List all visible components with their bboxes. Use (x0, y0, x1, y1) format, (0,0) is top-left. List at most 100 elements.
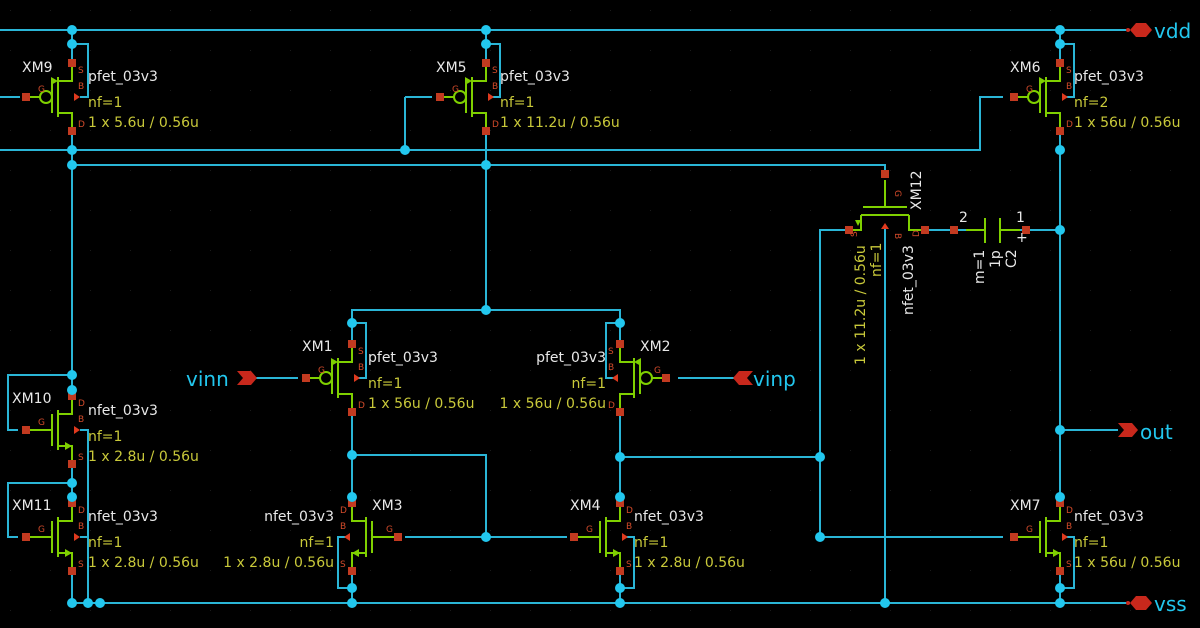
xm4-bottom-pin[interactable] (616, 567, 624, 575)
xm2-bottom-pin[interactable] (616, 408, 624, 416)
xm11-gate-pin[interactable] (22, 533, 30, 541)
capacitor-c2[interactable]: 2 1 + m=1 1p C2 (950, 210, 1030, 284)
xm7-bottom-pin[interactable] (1056, 567, 1064, 575)
xm12-drain-pin[interactable] (921, 226, 929, 234)
xm9-gate-pin[interactable] (22, 93, 30, 101)
xm6-nf-label: nf=2 (1074, 95, 1108, 111)
xm6-bulk-arrow (1062, 93, 1068, 101)
wire-xm10-bulk[interactable] (80, 429, 89, 603)
wire-xm12-gate[interactable] (72, 164, 886, 172)
port-vinp-arrow[interactable] (733, 371, 753, 385)
xm4-gate-pin[interactable] (570, 533, 578, 541)
wire-xm3-gate-net[interactable] (352, 454, 487, 537)
xm6-pin-g-label: G (1026, 85, 1033, 95)
xm10-gate-pin[interactable] (22, 426, 30, 434)
xm3-top-pin[interactable] (348, 499, 356, 507)
xm1-top-pin[interactable] (348, 340, 356, 348)
xm5-bottom-pin[interactable] (482, 127, 490, 135)
xm2-gate-pin[interactable] (662, 374, 670, 382)
xm4-top-pin[interactable] (616, 499, 624, 507)
xm7-ref-label: XM7 (1010, 498, 1041, 514)
wire-xm2-bulk[interactable] (605, 322, 620, 379)
xm9-top-pin[interactable] (68, 59, 76, 67)
xm7-gate-pin[interactable] (1010, 533, 1018, 541)
xm4-pin-top-label: D (626, 506, 633, 516)
port-out-arrow[interactable] (1118, 423, 1138, 437)
xm5-gate-pin[interactable] (436, 93, 444, 101)
xm1-bottom-pin[interactable] (348, 408, 356, 416)
xm11-bottom-pin[interactable] (68, 567, 76, 575)
port-vinp[interactable]: vinp (733, 367, 796, 391)
xm11-model-label: nfet_03v3 (88, 509, 158, 525)
xm12-gate-pin[interactable] (881, 170, 889, 178)
xm12-size-label: 1 x 11.2u / 0.56u (853, 245, 869, 365)
wire-xm10-gate[interactable] (7, 374, 72, 431)
xm2-top-pin[interactable] (616, 340, 624, 348)
xm12-source-pin[interactable] (845, 226, 853, 234)
xm6-top-pin[interactable] (1056, 59, 1064, 67)
xm7-top-pin[interactable] (1056, 499, 1064, 507)
wire-xm1-bulk[interactable] (352, 322, 367, 379)
xm10-pin-bottom-label: S (78, 453, 84, 463)
xm10-model-label: nfet_03v3 (88, 403, 158, 419)
junction-dot (95, 598, 105, 608)
cap-pin-2[interactable] (950, 226, 958, 234)
background-grid (10, 10, 1171, 611)
xm11-pin-g-label: G (38, 525, 45, 535)
port-vinn-arrow[interactable] (237, 371, 257, 385)
wire-xm7-bulk[interactable] (1060, 536, 1075, 589)
port-vdd[interactable]: vdd (1126, 19, 1191, 43)
xm5-top-lead (472, 63, 487, 82)
wire-xm9-bulk[interactable] (72, 43, 89, 98)
xm5-pin-g-label: G (452, 85, 459, 95)
port-vss-arrow[interactable] (1130, 596, 1152, 610)
cap-pin-a-label: 2 (959, 210, 968, 226)
wire-xm11-gate[interactable] (7, 482, 72, 538)
xm10-bottom-pin[interactable] (68, 460, 76, 468)
wire-tail[interactable] (351, 309, 621, 345)
xm9-bottom-pin[interactable] (68, 127, 76, 135)
port-vinp-label: vinp (753, 367, 796, 391)
xm3-gate-pin[interactable] (394, 533, 402, 541)
wire-xm6-bulk[interactable] (1060, 43, 1075, 98)
xm9-pin-g-label: G (38, 85, 45, 95)
xm5-top-pin[interactable] (482, 59, 490, 67)
junction-dot (67, 598, 77, 608)
cap-pin-1[interactable] (1022, 226, 1030, 234)
wire-xm12-source[interactable] (819, 229, 846, 537)
junction-dot (83, 598, 93, 608)
xm6-gate-pin[interactable] (1010, 93, 1018, 101)
port-out[interactable]: out (1118, 420, 1173, 444)
xm4-ref-label: XM4 (570, 498, 601, 514)
port-vinn[interactable]: vinn (186, 367, 257, 391)
xm10-top-pin[interactable] (68, 392, 76, 400)
xm3-pin-top-label: D (340, 506, 347, 516)
xm6-bottom-pin[interactable] (1056, 127, 1064, 135)
wire-xm4-bulk[interactable] (620, 536, 635, 589)
port-vdd-arrow[interactable] (1130, 23, 1152, 37)
wire-xm5-bulk[interactable] (486, 43, 501, 98)
xm5-pin-b-label: B (492, 82, 498, 92)
wire-bias-net[interactable] (0, 96, 1003, 151)
xm1-gate-pin[interactable] (302, 374, 310, 382)
wire-xm3-bulk[interactable] (337, 536, 352, 589)
junction-dot (347, 598, 357, 608)
xm2-pin-b-label: B (608, 363, 614, 373)
port-vss[interactable]: vss (1126, 592, 1187, 616)
xm11-top-pin[interactable] (68, 499, 76, 507)
junction-dot (615, 452, 625, 462)
xm11-pin-b-label: B (78, 522, 84, 532)
xm3-bottom-pin[interactable] (348, 567, 356, 575)
